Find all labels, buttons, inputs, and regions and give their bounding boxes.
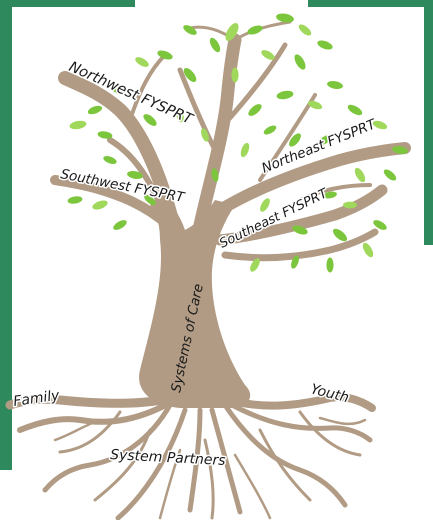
trunk (139, 195, 251, 408)
leaf (112, 85, 128, 95)
leaf (231, 67, 239, 83)
roots (5, 390, 376, 520)
leaf (183, 25, 197, 35)
frame-top-right-bar (308, 0, 433, 7)
leaf (250, 258, 260, 272)
leaf (383, 169, 397, 181)
leaf (248, 104, 262, 116)
frame-left-bar (0, 0, 12, 470)
leaf (127, 170, 143, 180)
leaf (294, 54, 306, 70)
leaf (97, 131, 113, 139)
leaf (263, 125, 277, 135)
leaf (225, 23, 239, 41)
leaf (276, 90, 294, 100)
leaf (373, 220, 387, 230)
leaf (87, 105, 103, 115)
leaf (201, 128, 209, 142)
leaves (67, 13, 408, 273)
leaf (332, 228, 348, 242)
leaf (176, 107, 184, 123)
leaf (260, 198, 270, 212)
leaf (323, 191, 337, 199)
leaf (318, 135, 332, 145)
leaf (209, 37, 221, 53)
leaf (69, 120, 87, 130)
leaf (317, 40, 333, 50)
leaf (157, 50, 173, 60)
leaf (326, 257, 334, 273)
leaf (298, 24, 312, 36)
leaf (113, 220, 127, 230)
leaf (327, 80, 343, 90)
leaf (211, 168, 219, 182)
leaf (343, 201, 357, 209)
leaf (289, 133, 301, 147)
leaf (143, 114, 157, 126)
label-family: Family (12, 388, 61, 410)
branches (50, 20, 411, 262)
leaf (261, 50, 275, 60)
leaf (103, 156, 117, 164)
leaf (144, 194, 156, 206)
frame-right-bar (424, 0, 433, 245)
leaf (135, 57, 149, 67)
leaf (354, 167, 366, 183)
leaf (247, 25, 263, 35)
leaf (372, 120, 388, 130)
leaf (392, 145, 408, 155)
leaf (291, 255, 299, 269)
leaf (362, 242, 374, 258)
leaf (240, 142, 250, 158)
leaf (92, 200, 108, 210)
frame-top-left-bar (0, 0, 135, 7)
leaf (276, 13, 294, 23)
background-frame (0, 0, 433, 470)
leaf (307, 100, 323, 110)
leaf (347, 104, 363, 116)
leaf (292, 225, 308, 235)
leaf (183, 67, 197, 83)
leaf (67, 196, 83, 204)
